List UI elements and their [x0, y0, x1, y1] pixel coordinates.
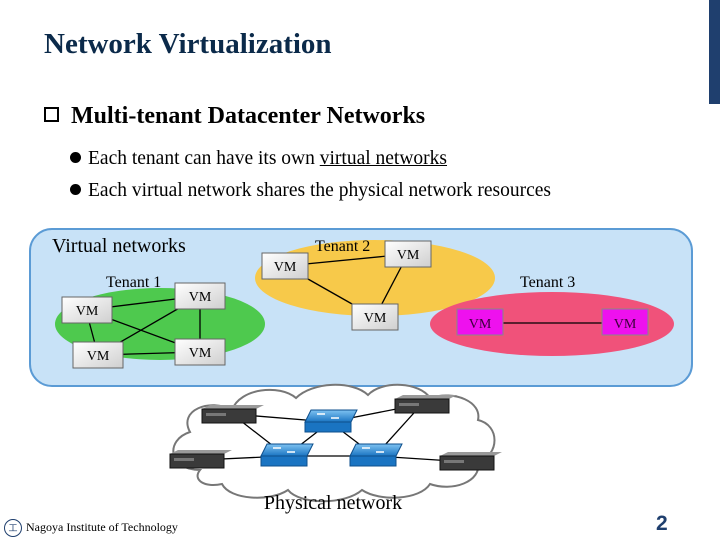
server-icon — [394, 395, 457, 414]
physical-network-label: Physical network — [264, 492, 402, 514]
tenant-2-area — [255, 240, 495, 316]
vm-label: VM — [189, 346, 212, 361]
main-bullet: Multi-tenant Datacenter Networks — [44, 103, 425, 130]
vm-label: VM — [76, 304, 99, 319]
vm-t2-a: VM — [261, 252, 309, 280]
server-icon — [201, 405, 264, 424]
vm-t3-b: VM — [601, 308, 649, 336]
vm-t1-c: VM — [72, 341, 124, 369]
page-number: 2 — [656, 512, 668, 535]
switch-icon — [304, 409, 358, 433]
vm-label: VM — [274, 260, 297, 275]
sub-bullet-2-text: Each virtual network shares the physical… — [88, 180, 551, 201]
vm-label: VM — [189, 290, 212, 305]
server-icon — [439, 452, 502, 471]
sub-bullet-2: Each virtual network shares the physical… — [70, 180, 551, 202]
sub-bullet-1-prefix: Each tenant can have its own — [88, 148, 320, 169]
vm-label: VM — [469, 317, 492, 332]
round-bullet-icon — [70, 184, 81, 196]
vm-label: VM — [87, 349, 110, 364]
slide-title: Network Virtualization — [44, 28, 332, 60]
institution-name: Nagoya Institute of Technology — [26, 519, 178, 534]
vm-t2-b: VM — [384, 240, 432, 268]
switch-icon — [349, 443, 403, 467]
sub-bullet-1-underlined: virtual networks — [319, 148, 448, 169]
university-logo-icon: 工 — [4, 519, 22, 537]
tenant-1-label: Tenant 1 — [106, 274, 161, 291]
footer-logo: 工 Nagoya Institute of Technology — [4, 519, 178, 537]
vm-label: VM — [397, 248, 420, 263]
vm-t1-a: VM — [61, 296, 113, 324]
vm-t1-b: VM — [174, 282, 226, 310]
switch-icon — [260, 443, 314, 467]
vm-t3-a: VM — [456, 308, 504, 336]
tenant-2-label: Tenant 2 — [315, 238, 370, 255]
vm-label: VM — [364, 311, 387, 326]
square-bullet-icon — [44, 106, 59, 122]
vm-label: VM — [614, 317, 637, 332]
vm-t1-d: VM — [174, 338, 226, 366]
server-icon — [169, 450, 232, 469]
vm-t2-c: VM — [351, 303, 399, 331]
virtual-networks-label: Virtual networks — [52, 235, 186, 257]
sub-bullet-1: Each tenant can have its own virtual net… — [70, 148, 447, 170]
round-bullet-icon — [70, 152, 81, 164]
accent-bar — [709, 0, 720, 104]
main-bullet-text: Multi-tenant Datacenter Networks — [71, 103, 426, 129]
tenant-3-label: Tenant 3 — [520, 274, 575, 291]
tenant-3-area — [430, 292, 674, 356]
